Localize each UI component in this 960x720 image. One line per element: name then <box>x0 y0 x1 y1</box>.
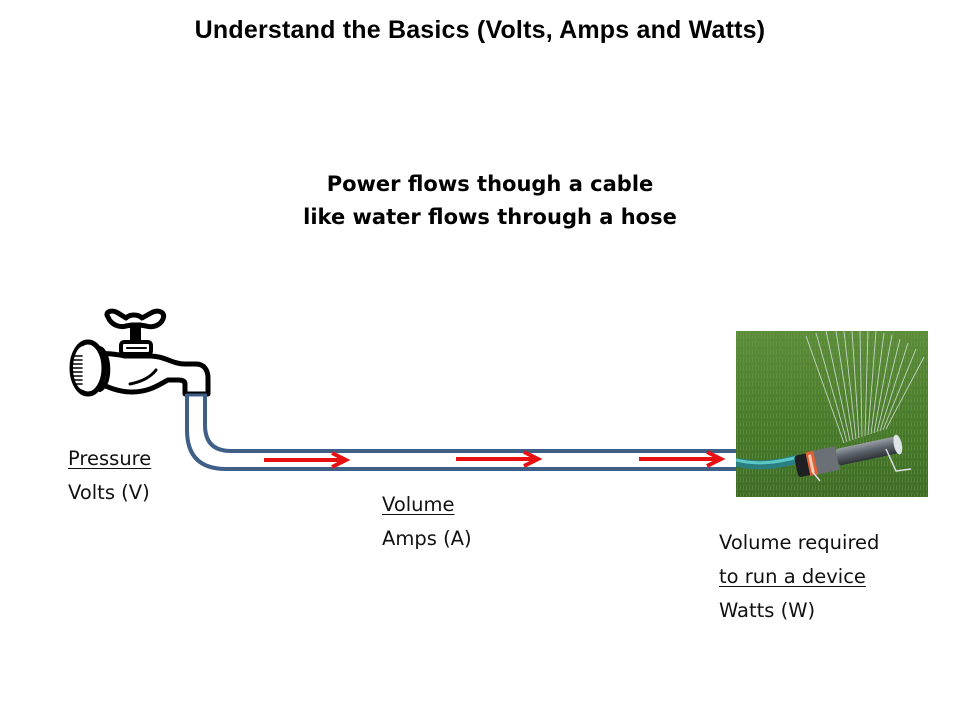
slide-subtitle: Power flows though a cable like water fl… <box>240 168 740 234</box>
subtitle-line-1: Power flows though a cable <box>326 172 654 196</box>
flow-arrows <box>264 450 726 469</box>
water-spray <box>805 331 925 444</box>
slide-title: Understand the Basics (Volts, Amps and W… <box>194 16 766 44</box>
pressure-label: Pressure Volts (V) <box>68 442 151 510</box>
subtitle-line-2: like water flows through a hose <box>303 205 677 229</box>
device-label: Volume required to run a device Watts (W… <box>719 526 879 628</box>
volume-label: Volume Amps (A) <box>382 488 472 556</box>
pressure-unit: Volts (V) <box>68 481 150 504</box>
flow-arrow-2 <box>456 450 543 468</box>
volume-unit: Amps (A) <box>382 527 472 550</box>
hose-pipe <box>185 393 736 471</box>
device-unit: Watts (W) <box>719 599 816 622</box>
faucet-icon <box>69 308 211 397</box>
volume-heading: Volume <box>382 493 455 516</box>
lawn-sprinkler-photo <box>736 331 928 497</box>
flow-arrow-1 <box>264 451 351 469</box>
flow-arrow-3 <box>639 450 726 468</box>
device-line-2: to run a device <box>719 565 866 588</box>
pressure-heading: Pressure <box>68 447 152 470</box>
device-line-1: Volume required <box>719 531 880 554</box>
